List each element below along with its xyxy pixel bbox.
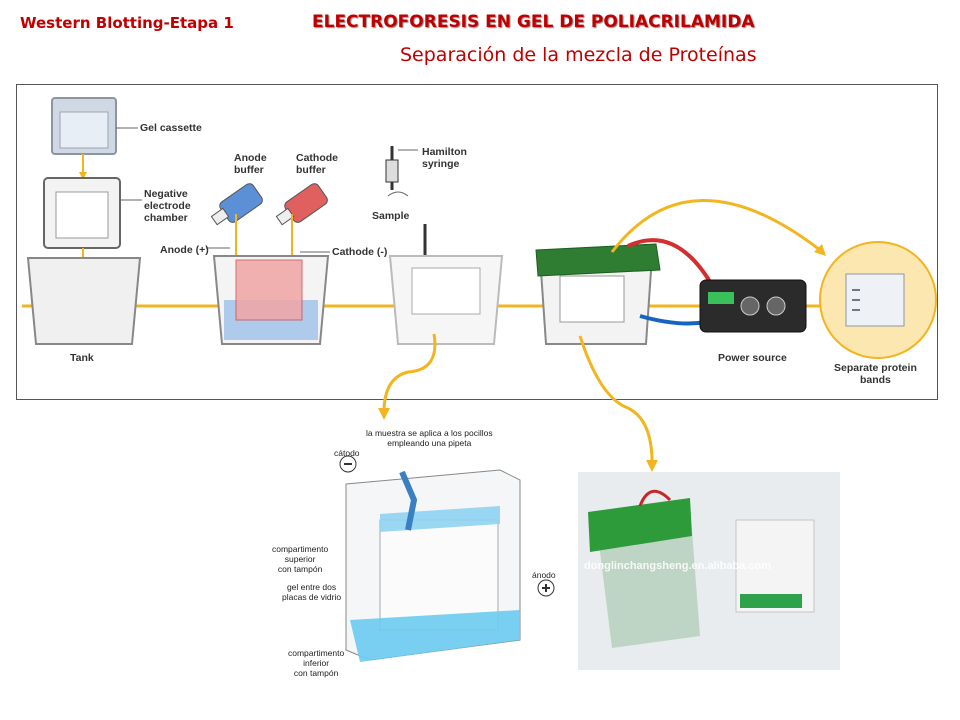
cathode-buffer-bottle — [275, 183, 328, 226]
curved-arrow — [610, 199, 821, 253]
negative-chamber-label: Negative electrode chamber — [144, 188, 191, 224]
anode-label: Anode (+) — [160, 244, 209, 256]
anode-buffer-bottle — [210, 183, 263, 226]
anode-buffer-label: Anode buffer — [234, 152, 267, 176]
cathode-label: Cathode (-) — [332, 246, 388, 258]
page-title: ELECTROFORESIS EN GEL DE POLIACRILAMIDA — [312, 12, 755, 32]
workflow-panel — [16, 84, 938, 400]
arrow-to-photo — [578, 335, 654, 463]
anodo-label: ánodo — [532, 570, 556, 580]
arrow-to-schematic — [382, 333, 437, 413]
gel-plates-label: gel entre dos placas de vidrio — [282, 582, 342, 602]
sample-label: Sample — [372, 210, 410, 222]
cathode-buffer-label: Cathode buffer — [296, 152, 338, 176]
hamilton-syringe-label: Hamilton syringe — [422, 146, 467, 170]
power-source-label: Power source — [718, 352, 787, 364]
green-lid — [535, 243, 661, 277]
tank-label: Tank — [70, 352, 94, 364]
photo-watermark: donglinchangsheng.en.alibaba.com — [584, 560, 772, 572]
upper-compartment-label: compartimento superior con tampón — [272, 544, 329, 574]
sample-note: la muestra se aplica a los pocillos empl… — [366, 428, 493, 448]
tank-shape — [26, 257, 142, 345]
lower-compartment-label: compartimento inferior con tampón — [288, 648, 345, 678]
page-subtitle: Separación de la mezcla de Proteínas — [400, 44, 757, 66]
stage-label: Western Blotting-Etapa 1 — [20, 14, 234, 32]
gel-cassette-label: Gel cassette — [140, 122, 202, 134]
separate-bands-label: Separate protein bands — [834, 362, 917, 386]
catodo-label: cátodo — [334, 448, 360, 458]
